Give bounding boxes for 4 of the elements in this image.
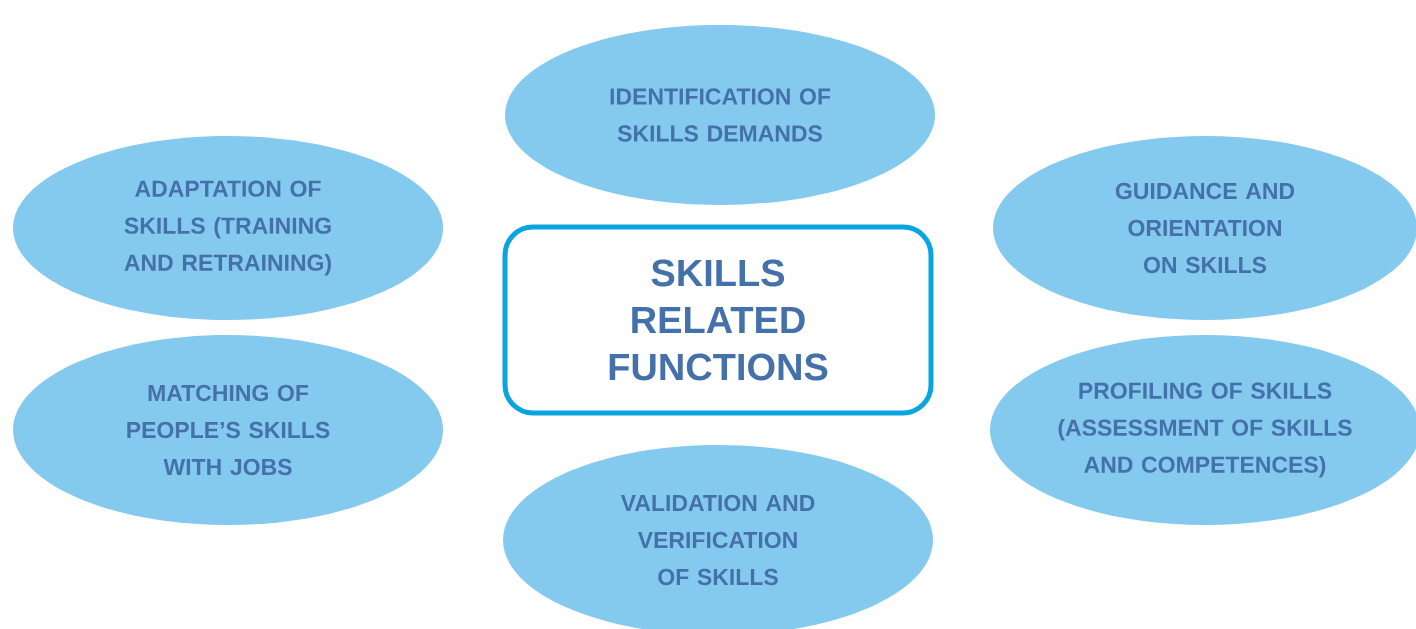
ellipse-node: IDENTIFICATION OF SKILLS DEMANDS	[505, 25, 935, 205]
ellipse-node: MATCHING OF PEOPLE’S SKILLS WITH JOBS	[13, 335, 443, 525]
ellipse-node: ADAPTATION OF SKILLS (TRAINING AND RETRAINING)	[13, 136, 443, 320]
rounded-box: SKILLS RELATED FUNCTIONS	[502, 224, 934, 416]
